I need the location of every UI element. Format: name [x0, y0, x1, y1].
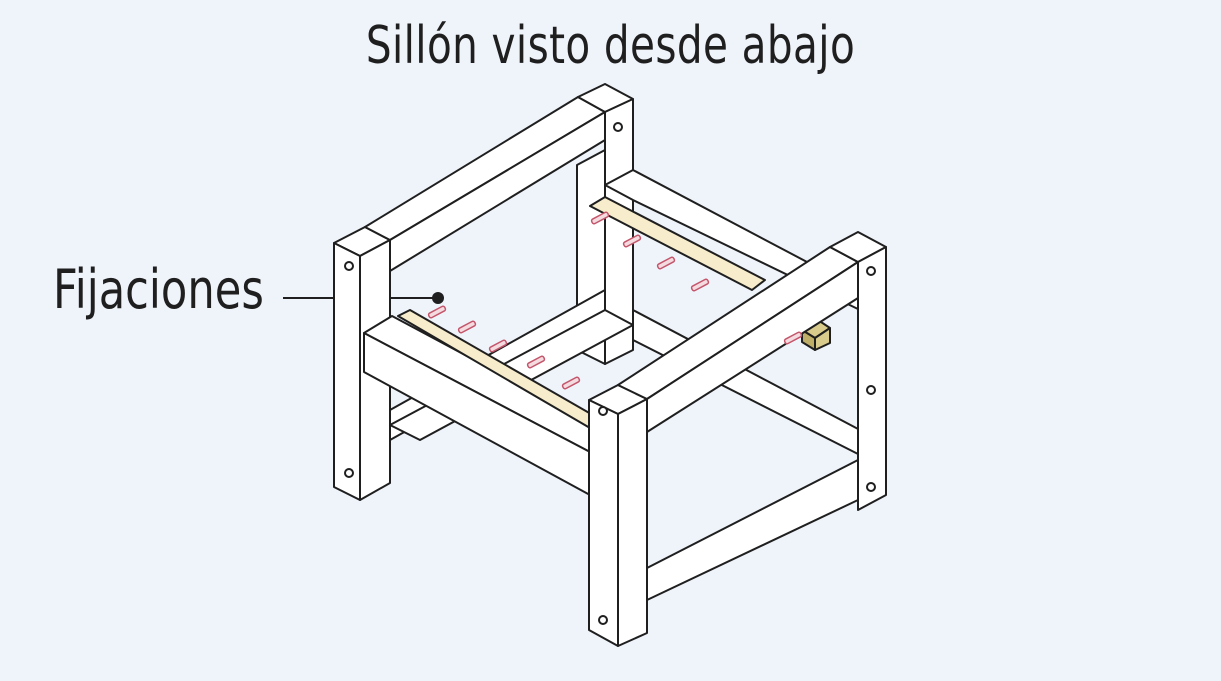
screw [622, 234, 642, 248]
screw [656, 256, 676, 270]
screw [690, 278, 710, 292]
screws [427, 211, 803, 390]
screw [561, 376, 581, 390]
screw [488, 339, 508, 353]
callout-dot [432, 292, 444, 304]
screw [457, 320, 477, 334]
screw [526, 355, 546, 369]
back-slat [589, 196, 766, 291]
fijaciones-label: Fijaciones [53, 258, 264, 321]
diagram-title: Sillón visto desde abajo [365, 16, 856, 76]
screw [427, 305, 447, 319]
screw [783, 331, 803, 345]
front-side-frame [588, 231, 887, 647]
screw [590, 211, 610, 225]
front-seat-rail [363, 315, 616, 496]
